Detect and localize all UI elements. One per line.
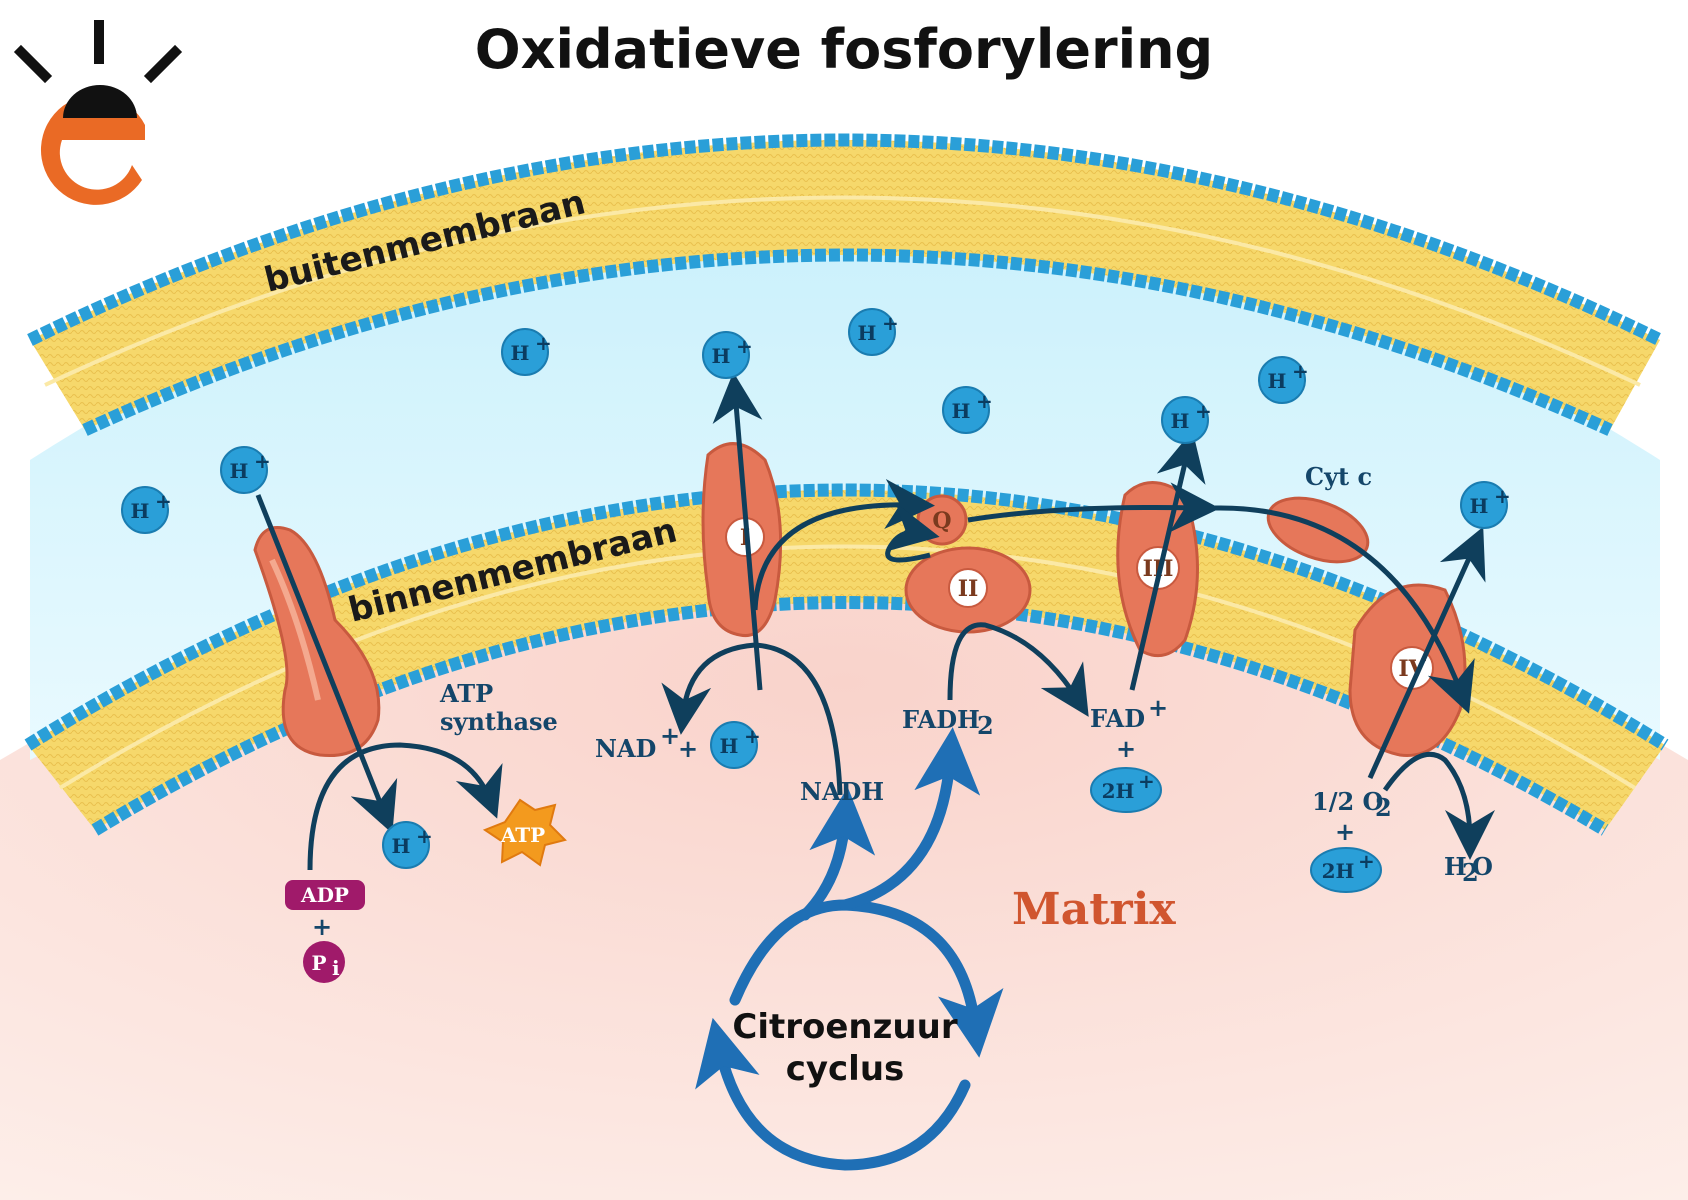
citric-acid-cycle xyxy=(695,727,1004,1171)
proton-group: H+ H+ H+ H+ H+ H+ H+ H+ H+ H+ H+ xyxy=(121,308,1511,869)
proton-9: H+ xyxy=(220,446,271,494)
oxygen-subscript: 2 xyxy=(1375,793,1392,822)
fad-plus-sign: + xyxy=(1116,734,1136,763)
proton-5: H+ xyxy=(1161,396,1212,444)
svg-text:+: + xyxy=(976,389,993,413)
svg-text:2H: 2H xyxy=(1102,779,1135,803)
svg-text:i: i xyxy=(332,956,340,980)
nadh-to-nad-arrow xyxy=(661,642,843,796)
nad-plus-charge: + xyxy=(660,721,680,750)
complex-3-proton-arrow xyxy=(1129,430,1206,691)
q-to-cyt-c-arrow xyxy=(967,482,1220,533)
nad-plus-label: NAD xyxy=(595,734,656,763)
svg-text:H: H xyxy=(952,399,971,423)
adp-to-atp-arrow xyxy=(307,742,503,871)
ubiquinone: Q xyxy=(916,494,968,546)
svg-text:+: + xyxy=(1195,399,1212,423)
svg-text:H: H xyxy=(1470,494,1489,518)
proton-10: H+ xyxy=(382,821,433,869)
nad-plus-sign: + xyxy=(678,734,698,763)
svg-text:+: + xyxy=(1358,849,1375,873)
nadh-label: NADH xyxy=(800,777,884,806)
svg-text:ADP: ADP xyxy=(300,883,349,907)
matrix-label: Matrix xyxy=(1012,884,1176,935)
proton-3: H+ xyxy=(848,308,899,356)
ubiquinone-label: Q xyxy=(932,508,951,534)
citric-cycle-label-2: cyclus xyxy=(786,1049,905,1089)
complex-2: II xyxy=(904,546,1032,634)
complex-1-proton-arrow xyxy=(712,372,763,691)
svg-text:H: H xyxy=(230,459,249,483)
svg-text:H: H xyxy=(131,499,150,523)
complex-4-proton-arrow xyxy=(1367,526,1486,780)
adp-badge: ADP xyxy=(285,880,365,910)
atp-star: ATP xyxy=(482,798,567,867)
fad-plus-label: FAD xyxy=(1090,704,1145,733)
svg-text:H: H xyxy=(392,834,411,858)
fadh2-label: FADH xyxy=(902,705,980,734)
svg-text:+: + xyxy=(1292,359,1309,383)
citric-cycle-label-1: Citroenzuur xyxy=(732,1007,957,1047)
svg-text:ATP: ATP xyxy=(500,823,545,847)
proton-2: H+ xyxy=(702,331,753,379)
proton-4: H+ xyxy=(942,386,993,434)
proton-7: H+ xyxy=(1460,481,1511,529)
e-logo-icon xyxy=(13,20,183,205)
two-proton-fad: 2H + xyxy=(1090,767,1162,813)
phosphate-badge: P i xyxy=(303,941,345,983)
svg-text:H: H xyxy=(511,341,530,365)
proton-8: H+ xyxy=(121,486,172,534)
svg-text:H: H xyxy=(858,321,877,345)
svg-text:+: + xyxy=(882,311,899,335)
oxygen-plus-sign: + xyxy=(1335,817,1355,846)
svg-text:H: H xyxy=(712,344,731,368)
fadh2-subscript: 2 xyxy=(977,711,994,740)
complex-2-label: II xyxy=(958,576,979,602)
oxygen-to-water-arrow xyxy=(1382,751,1495,860)
water-label: H xyxy=(1444,852,1467,881)
svg-text:+: + xyxy=(155,489,172,513)
adp-plus-sign: + xyxy=(312,912,332,941)
svg-text:+: + xyxy=(1138,769,1155,793)
svg-text:+: + xyxy=(744,724,761,748)
atp-synthase-label-1: ATP xyxy=(439,679,493,708)
atp-synthase-proton-arrow xyxy=(255,494,398,834)
proton-11: H+ xyxy=(710,721,761,769)
svg-text:H: H xyxy=(1171,409,1190,433)
complex-1-to-q-arrow xyxy=(752,479,935,611)
fad-plus-charge: + xyxy=(1148,693,1168,722)
svg-text:+: + xyxy=(1494,484,1511,508)
atp-synthase-label-2: synthase xyxy=(440,707,558,736)
svg-text:P: P xyxy=(311,951,326,975)
svg-text:+: + xyxy=(254,449,271,473)
cyt-c-label: Cyt c xyxy=(1305,462,1372,491)
intermembrane-space xyxy=(30,200,1660,760)
outer-membrane xyxy=(27,133,1663,436)
svg-text:H: H xyxy=(720,734,739,758)
flow-arrows xyxy=(255,372,1495,871)
fadh2-to-fad-arrow xyxy=(947,622,1089,717)
cyt-c-to-complex-4-arrow xyxy=(1214,505,1475,714)
complex-2-to-q-arrow xyxy=(885,502,940,563)
svg-text:2H: 2H xyxy=(1322,859,1355,883)
two-proton-o2: 2H + xyxy=(1310,847,1382,893)
proton-1: H+ xyxy=(501,328,552,376)
svg-text:+: + xyxy=(535,331,552,355)
svg-text:H: H xyxy=(1268,369,1287,393)
page-title: Oxidatieve fosforylering xyxy=(475,18,1213,81)
proton-6: H+ xyxy=(1258,356,1309,404)
water-oxygen: O xyxy=(1472,852,1493,881)
half-oxygen-label: 1/2 O xyxy=(1312,787,1383,816)
svg-text:+: + xyxy=(416,824,433,848)
water-subscript: 2 xyxy=(1462,858,1479,887)
svg-text:+: + xyxy=(736,334,753,358)
